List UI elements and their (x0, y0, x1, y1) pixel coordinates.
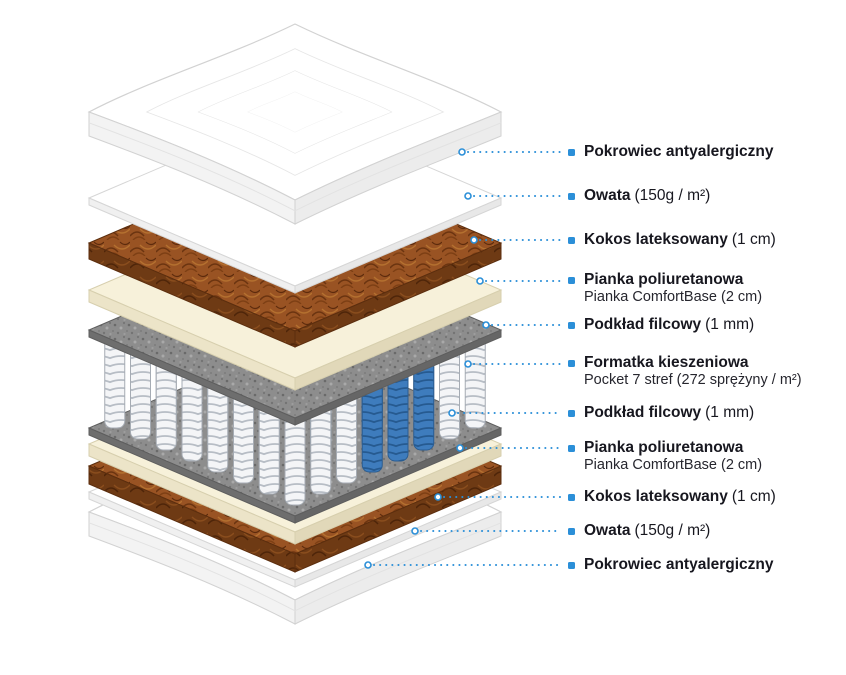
label-title: Podkład filcowy (584, 316, 702, 333)
label-title: Pianka poliuretanowa (584, 439, 744, 456)
bullet-icon (568, 192, 575, 200)
bullet-icon (568, 148, 575, 156)
leader-endpoint-dot (434, 493, 442, 501)
bullet-icon (568, 321, 575, 329)
label-filc-top: Podkład filcowy(1 mm) (568, 316, 754, 334)
label-pokrowiec-bottom: Pokrowiec antyalergiczny (568, 556, 778, 574)
leader-endpoint-dot (458, 148, 466, 156)
label-title: Kokos lateksowany (584, 231, 728, 248)
bullet-icon (568, 359, 575, 367)
label-detail: (1 mm) (705, 316, 755, 333)
label-filc-bottom: Podkład filcowy(1 mm) (568, 404, 754, 422)
label-pokrowiec-top: Pokrowiec antyalergiczny (568, 143, 778, 161)
bullet-icon (568, 444, 575, 452)
label-title: Owata (584, 522, 631, 539)
bullet-icon (568, 236, 575, 244)
label-detail: (1 mm) (705, 404, 755, 421)
label-title: Pokrowiec antyalergiczny (584, 556, 774, 573)
leader-endpoint-dot (476, 277, 484, 285)
leader-endpoint-dot (411, 527, 419, 535)
bullet-icon (568, 527, 575, 535)
label-detail: (150g / m²) (634, 187, 711, 204)
label-detail: (150g / m²) (634, 522, 711, 539)
label-owata-bottom: Owata(150g / m²) (568, 522, 710, 540)
leader-endpoint-dot (470, 236, 478, 244)
label-title: Formatka kieszeniowa (584, 354, 749, 371)
label-sub: Pianka ComfortBase (2 cm) (584, 457, 763, 473)
leader-endpoint-dot (464, 360, 472, 368)
label-kokos-top: Kokos lateksowany(1 cm) (568, 231, 776, 249)
label-title: Owata (584, 187, 631, 204)
leader-lines (364, 148, 561, 569)
label-kokos-bottom: Kokos lateksowany(1 cm) (568, 488, 776, 506)
label-owata-top: Owata(150g / m²) (568, 187, 710, 205)
leader-endpoint-dot (482, 321, 490, 329)
label-title: Pokrowiec antyalergiczny (584, 143, 774, 160)
layer-cover-top (87, 23, 503, 225)
label-title: Podkład filcowy (584, 404, 702, 421)
label-detail: (1 cm) (731, 231, 776, 248)
leader-endpoint-dot (464, 192, 472, 200)
label-title: Pianka poliuretanowa (584, 271, 744, 288)
label-sub: Pianka ComfortBase (2 cm) (584, 289, 763, 305)
label-title: Kokos lateksowany (584, 488, 728, 505)
label-detail: (1 cm) (731, 488, 776, 505)
bullet-icon (568, 276, 575, 284)
bullet-icon (568, 561, 575, 569)
leader-endpoint-dot (364, 561, 372, 569)
leader-endpoint-dot (456, 444, 464, 452)
leader-endpoint-dot (448, 409, 456, 417)
label-sub: Pocket 7 stref (272 sprężyny / m²) (584, 372, 802, 388)
bullet-icon (568, 493, 575, 501)
bullet-icon (568, 409, 575, 417)
